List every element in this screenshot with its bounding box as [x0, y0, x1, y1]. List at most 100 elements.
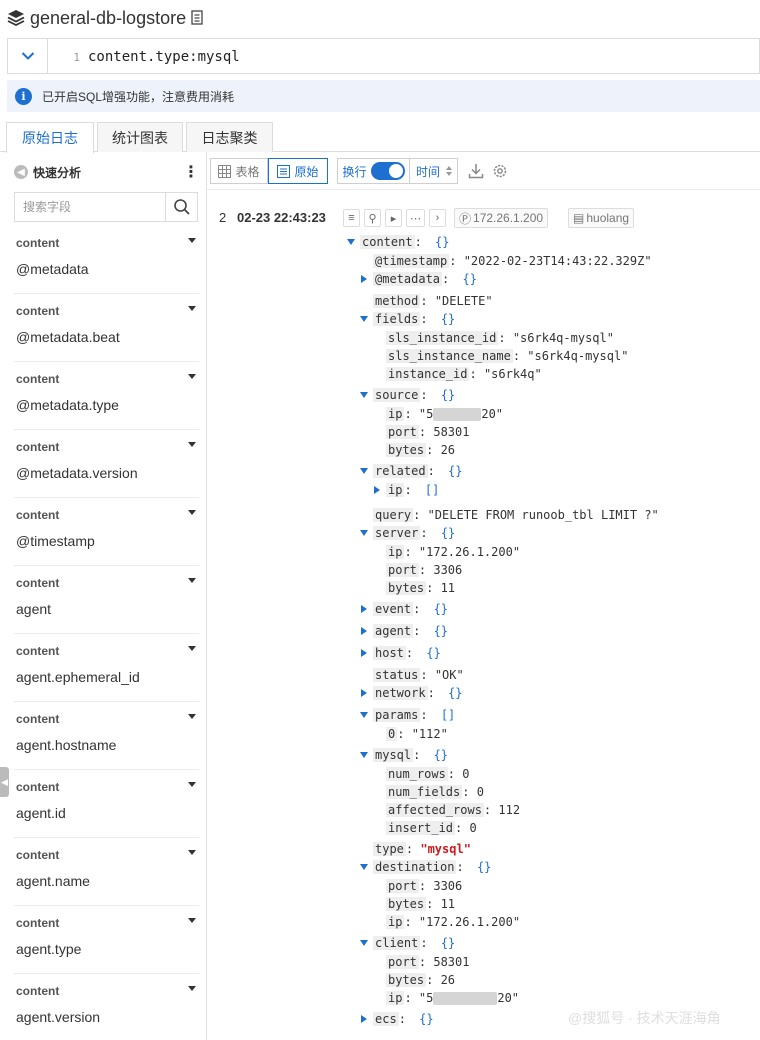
wrap-switch[interactable]	[370, 162, 405, 180]
json-node[interactable]: client: {}	[360, 934, 455, 952]
field-item[interactable]: content@metadata.version	[14, 430, 199, 498]
collapsed-triangle-icon[interactable]	[374, 486, 380, 494]
json-node[interactable]: @metadata: {}	[361, 270, 477, 288]
collapse-left-icon[interactable]: ◀	[14, 165, 28, 179]
field-item[interactable]: content@metadata.type	[14, 362, 199, 430]
caret-down-icon[interactable]	[188, 374, 196, 379]
json-node[interactable]: source: {}	[360, 386, 456, 404]
field-search-input[interactable]	[15, 193, 165, 221]
json-key: related	[373, 464, 428, 478]
field-group: content	[16, 712, 60, 726]
tab-charts[interactable]: 统计图表	[97, 122, 183, 152]
json-key: params	[373, 708, 421, 722]
more-vertical-icon[interactable]: ⋮	[183, 164, 199, 181]
json-node[interactable]: mysql: {}	[360, 746, 448, 764]
document-icon[interactable]: ≡	[343, 209, 360, 227]
json-key: port	[386, 879, 419, 893]
context-search-icon[interactable]: ⚲	[364, 209, 381, 227]
json-key: method	[373, 294, 421, 308]
table-view-button[interactable]: 表格	[210, 158, 268, 184]
json-node[interactable]: params: []	[360, 706, 455, 724]
json-node[interactable]: server: {}	[360, 524, 455, 542]
expanded-triangle-icon[interactable]	[360, 712, 368, 718]
field-item[interactable]: content@metadata	[14, 226, 199, 294]
tab-raw-logs[interactable]: 原始日志	[6, 122, 94, 153]
json-node[interactable]: network: {}	[361, 684, 462, 702]
collapsed-triangle-icon[interactable]	[361, 605, 367, 613]
json-value: "2022-02-23T14:43:22.329Z"	[463, 254, 652, 268]
json-node[interactable]: related: {}	[360, 462, 462, 480]
hostname-tag[interactable]: ▤huolang	[568, 208, 635, 228]
caret-down-icon[interactable]	[188, 578, 196, 583]
expanded-triangle-icon[interactable]	[360, 940, 368, 946]
caret-down-icon[interactable]	[188, 850, 196, 855]
tab-log-clustering[interactable]: 日志聚类	[186, 122, 273, 152]
field-item[interactable]: content@timestamp	[14, 498, 199, 566]
tag-ip-text: 172.26.1.200	[473, 211, 544, 225]
json-value: "5	[418, 407, 434, 421]
caret-down-icon[interactable]	[188, 442, 196, 447]
collapsed-triangle-icon[interactable]	[361, 689, 367, 697]
json-node[interactable]: event: {}	[361, 600, 448, 618]
json-node[interactable]: agent: {}	[361, 622, 448, 640]
collapsed-triangle-icon[interactable]	[361, 627, 367, 635]
collapsed-triangle-icon[interactable]	[361, 649, 367, 657]
expanded-triangle-icon[interactable]	[360, 752, 368, 758]
expanded-triangle-icon[interactable]	[360, 392, 368, 398]
json-node[interactable]: fields: {}	[360, 310, 455, 328]
collapsed-triangle-icon[interactable]	[361, 1015, 367, 1023]
field-group: content	[16, 780, 60, 794]
caret-down-icon[interactable]	[188, 646, 196, 651]
json-node-content[interactable]: content: {}	[347, 233, 449, 251]
expanded-triangle-icon[interactable]	[360, 468, 368, 474]
json-node[interactable]: destination: {}	[360, 858, 491, 876]
more-horizontal-icon[interactable]: ⋯	[406, 209, 425, 227]
expanded-triangle-icon[interactable]	[360, 530, 368, 536]
json-value: "172.26.1.200"	[418, 545, 521, 559]
caret-down-icon[interactable]	[188, 238, 196, 243]
collapsed-triangle-icon[interactable]	[361, 275, 367, 283]
field-item[interactable]: content@metadata.beat	[14, 294, 199, 362]
caret-down-icon[interactable]	[188, 306, 196, 311]
json-node[interactable]: ip: []	[374, 481, 439, 499]
chevron-down-icon	[21, 52, 34, 60]
query-editor[interactable]: 1 content.type:mysql	[7, 38, 760, 74]
log-time: 02-23 22:43:23	[237, 210, 326, 225]
sql-enhance-notice: i 已开启SQL增强功能，注意费用消耗	[7, 80, 760, 112]
document-icon[interactable]	[191, 10, 205, 26]
json-value: 20"	[481, 407, 504, 421]
expanded-triangle-icon[interactable]	[360, 316, 368, 322]
caret-down-icon[interactable]	[188, 986, 196, 991]
caret-down-icon[interactable]	[188, 510, 196, 515]
wrap-toggle[interactable]: 换行	[337, 158, 410, 184]
play-icon[interactable]: ▸	[385, 209, 402, 227]
json-brace: {}	[440, 388, 456, 402]
download-icon[interactable]	[467, 162, 485, 180]
caret-down-icon[interactable]	[188, 918, 196, 923]
json-key: server	[373, 526, 421, 540]
sidebar-collapse-handle[interactable]: ◀	[0, 767, 9, 797]
query-text[interactable]: content.type:mysql	[88, 49, 240, 65]
chevron-right-icon[interactable]: ›	[429, 209, 446, 227]
gear-icon[interactable]	[491, 162, 509, 180]
sort-select[interactable]: 时间	[409, 158, 458, 184]
json-node[interactable]: ecs: {}	[361, 1010, 434, 1028]
json-node[interactable]: host: {}	[361, 644, 441, 662]
caret-down-icon[interactable]	[188, 714, 196, 719]
caret-down-icon[interactable]	[188, 782, 196, 787]
expanded-triangle-icon[interactable]	[360, 864, 368, 870]
raw-view-button[interactable]: 原始	[268, 158, 328, 184]
json-node: bytes: 11	[386, 581, 456, 595]
search-button[interactable]	[165, 193, 197, 221]
query-collapse-button[interactable]	[8, 39, 48, 73]
expanded-triangle-icon[interactable]	[347, 239, 355, 245]
